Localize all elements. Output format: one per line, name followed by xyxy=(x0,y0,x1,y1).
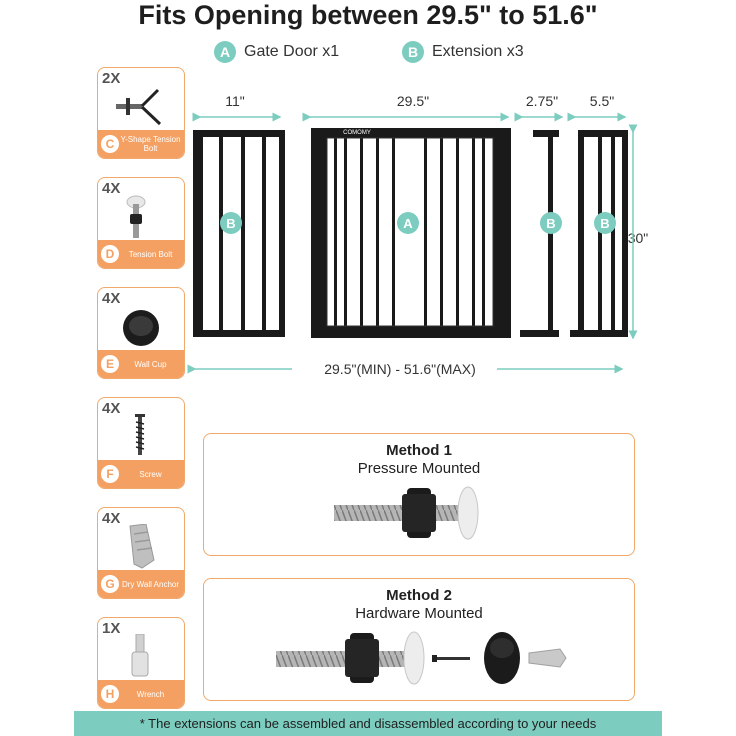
part-name: Wall Cup xyxy=(134,359,167,369)
tag-b-small: B xyxy=(540,212,562,234)
y-bolt-icon xyxy=(116,88,162,126)
method-1-subtitle: Pressure Mounted xyxy=(357,460,481,477)
dim-gate: 29.5" xyxy=(396,93,430,109)
tension-bolt-icon xyxy=(126,195,146,238)
gate-diagram xyxy=(187,112,638,374)
method-1-panel: Method 1 Pressure Mounted xyxy=(203,433,635,556)
dim-range: 29.5"(MIN) - 51.6"(MAX) xyxy=(324,361,476,377)
part-name: Screw xyxy=(139,469,162,479)
part-qty: 4X xyxy=(102,400,121,417)
tag-b-right: B xyxy=(594,212,616,234)
tag-b-left: B xyxy=(220,212,242,234)
hardware-mount-illustration xyxy=(276,631,567,685)
part-name: Wrench xyxy=(136,689,165,699)
part-card-wall-cup: 4X E Wall Cup xyxy=(97,287,185,379)
dim-ext-left: 11" xyxy=(225,93,245,109)
part-name: Y-Shape Tension Bolt xyxy=(120,135,181,153)
footer-note: * The extensions can be assembled and di… xyxy=(74,711,662,736)
part-name: Dry Wall Anchor xyxy=(121,579,180,589)
method-2-title: Method 2 xyxy=(386,587,452,604)
part-qty: 4X xyxy=(102,180,121,197)
legend-extension: B Extension x3 xyxy=(402,40,524,64)
part-card-screw: 4X F Screw xyxy=(97,397,185,489)
screw-icon xyxy=(135,414,145,455)
pressure-mount-illustration xyxy=(334,486,479,540)
legend-label-b: Extension x3 xyxy=(432,43,524,60)
part-letter: G xyxy=(101,575,119,593)
part-letter: F xyxy=(101,465,119,483)
wall-cup-icon xyxy=(123,310,159,346)
part-letter: D xyxy=(101,245,119,263)
brand-logo: COMOMY xyxy=(343,130,371,136)
method-2-subtitle: Hardware Mounted xyxy=(355,605,483,622)
dim-ext-small: 2.75" xyxy=(525,93,559,109)
part-letter: C xyxy=(101,135,119,153)
part-qty: 2X xyxy=(102,70,121,87)
part-name: Tension Bolt xyxy=(128,249,173,259)
method-1-title: Method 1 xyxy=(386,442,452,459)
legend-label-a: Gate Door x1 xyxy=(244,43,340,60)
tag-a-gate: A xyxy=(397,212,419,234)
legend-tag-b: B xyxy=(402,41,424,63)
part-card-wrench: 1X H Wrench xyxy=(97,617,185,709)
anchor-icon xyxy=(129,524,155,569)
dim-ext-right: 5.5" xyxy=(589,93,615,109)
part-qty: 1X xyxy=(102,620,121,637)
part-letter: E xyxy=(101,355,119,373)
method-2-panel: Method 2 Hardware Mounted xyxy=(203,578,635,701)
legend-tag-a: A xyxy=(214,41,236,63)
part-card-tension-bolt: 4X D Tension Bolt xyxy=(97,177,185,269)
part-qty: 4X xyxy=(102,290,121,307)
part-letter: H xyxy=(101,685,119,703)
legend-gate-door: A Gate Door x1 xyxy=(214,40,339,64)
part-qty: 4X xyxy=(102,510,121,527)
wrench-icon xyxy=(131,634,149,677)
page-title: Fits Opening between 29.5" to 51.6" xyxy=(138,0,598,30)
